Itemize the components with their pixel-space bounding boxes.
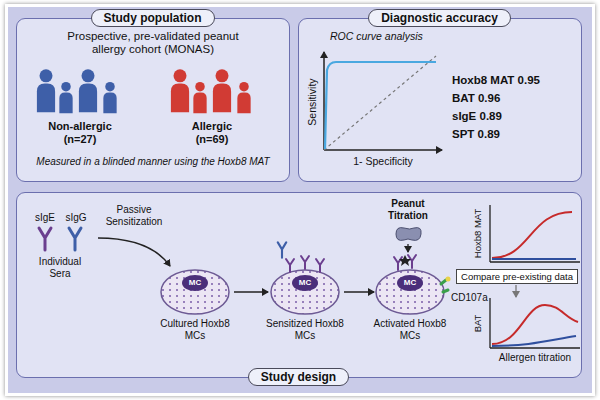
- label: 1- Specificity: [328, 155, 438, 167]
- label: MC: [292, 278, 318, 287]
- label: ROC curve analysis: [330, 30, 423, 42]
- panel-heading: Study population: [91, 9, 215, 27]
- label: Non-allergic (n=27): [40, 120, 120, 145]
- label: Cultured Hoxb8 MCs: [153, 318, 237, 341]
- label: SPT 0.89: [452, 128, 500, 141]
- label: MC: [397, 278, 423, 287]
- label: Allergen titration: [480, 352, 590, 364]
- panel-heading: Study design: [248, 368, 349, 386]
- label: Prospective, pre-validated peanut allerg…: [58, 30, 248, 56]
- label: CD107a: [451, 292, 488, 304]
- label: Measured in a blinded manner using the H…: [19, 156, 287, 168]
- label: sIgE: [25, 212, 65, 224]
- label: Passive Sensitization: [94, 204, 174, 227]
- box-text: Compare pre-existing data: [461, 271, 573, 282]
- label: Sensitivity: [306, 78, 318, 125]
- label: Individual Sera: [28, 256, 92, 279]
- label: Hoxb8 MAT: [474, 208, 485, 257]
- label: MC: [182, 278, 208, 287]
- label: Peanut Titration: [376, 198, 440, 221]
- label: sIgG: [56, 212, 96, 224]
- label: sIgE 0.89: [452, 110, 502, 123]
- label: Allergic (n=69): [177, 120, 247, 145]
- panel-heading: Diagnostic accuracy: [368, 9, 511, 27]
- panel: Diagnostic accuracy: [298, 18, 582, 182]
- label: BAT: [474, 314, 485, 332]
- note-box: Compare pre-existing data: [456, 269, 578, 284]
- label: Hoxb8 MAT 0.95: [452, 74, 540, 87]
- label: BAT 0.96: [452, 92, 500, 105]
- label: Activated Hoxb8 MCs: [368, 318, 452, 341]
- label: Sensitized Hoxb8 MCs: [263, 318, 347, 341]
